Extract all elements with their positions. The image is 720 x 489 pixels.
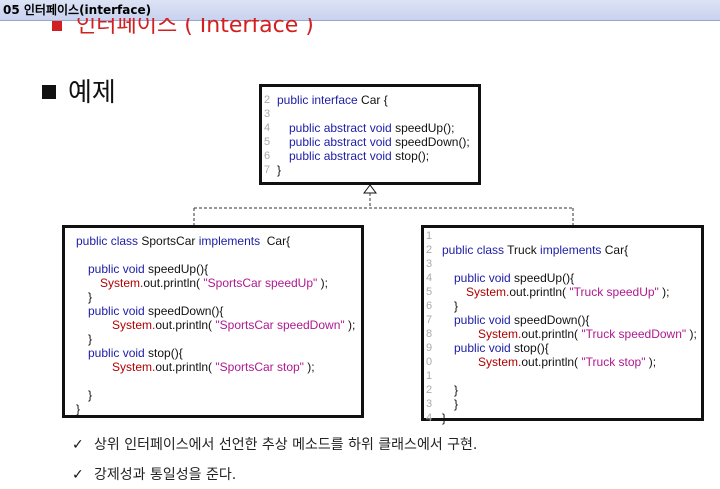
- code-token: speedUp(){: [148, 262, 209, 276]
- code-token: "Truck stop": [581, 355, 646, 369]
- code-token: public void: [88, 262, 149, 276]
- code-token: Car{: [263, 234, 291, 248]
- code-token: speedDown();: [395, 135, 470, 149]
- code-token: speedDown(){: [514, 313, 590, 327]
- code-token: stop(){: [514, 341, 549, 355]
- code-token: public void: [88, 304, 149, 318]
- line-number: 5: [264, 136, 271, 148]
- code-token: speedUp();: [395, 121, 455, 135]
- code-token: );: [686, 327, 697, 341]
- code-token: }: [88, 290, 93, 304]
- code-token: implements: [198, 234, 264, 248]
- truck-code-box: 1 2 public class Truck implements Car{ 3 4 pu…: [421, 225, 704, 425]
- code-token: SportsCar: [141, 234, 199, 248]
- line-number: 4: [264, 122, 271, 134]
- line-number: 7: [264, 164, 271, 176]
- line-number: 5: [426, 286, 433, 298]
- code-token: System.: [112, 360, 156, 374]
- line-number: 4: [426, 412, 433, 424]
- code-token: speedDown(){: [148, 304, 224, 318]
- code-token: "Truck speedUp": [569, 285, 659, 299]
- example-label-text: 예제: [68, 78, 116, 108]
- code-token: "SportsCar stop": [215, 360, 304, 374]
- code-token: public interface: [277, 93, 362, 107]
- line-number: 2: [426, 384, 433, 396]
- code-token: out.println(: [155, 318, 216, 332]
- code-token: public void: [454, 271, 515, 285]
- code-token: }: [76, 402, 81, 416]
- code-token: System.: [478, 327, 522, 341]
- code-token: "SportsCar speedUp": [203, 276, 318, 290]
- code-token: public void: [454, 313, 515, 327]
- line-number: 8: [426, 328, 433, 340]
- line-number: 1: [426, 230, 433, 242]
- line-number: 9: [426, 342, 433, 354]
- code-token: out.println(: [521, 327, 582, 341]
- code-token: out.println(: [521, 355, 582, 369]
- code-token: }: [88, 388, 93, 402]
- sportscar-code-box: public class SportsCar implements Car{ pu…: [62, 225, 364, 418]
- line-number: 3: [426, 398, 433, 410]
- code-token: speedUp(){: [514, 271, 575, 285]
- code-token: implements: [540, 243, 605, 257]
- check-item-2: ✓ 강제성과 통일성을 준다.: [72, 464, 236, 484]
- line-number: 2: [264, 94, 271, 106]
- line-number: 6: [264, 150, 271, 162]
- code-token: System.: [100, 276, 144, 290]
- code-token: }: [454, 383, 459, 397]
- code-token: }: [277, 163, 282, 177]
- code-token: public void: [88, 346, 149, 360]
- slide-heading: 인터페이스 ( Interface ): [52, 18, 314, 40]
- check-item-1: ✓ 상위 인터페이스에서 선언한 추상 메소드를 하위 클래스에서 구현.: [72, 434, 477, 454]
- code-token: }: [454, 299, 459, 313]
- code-token: );: [317, 276, 328, 290]
- code-token: stop(){: [148, 346, 183, 360]
- code-token: out.println(: [509, 285, 570, 299]
- slide-heading-text: 인터페이스 ( Interface ): [76, 18, 314, 38]
- code-token: public class: [76, 234, 142, 248]
- code-token: }: [454, 397, 459, 411]
- code-token: stop();: [395, 149, 430, 163]
- line-number: 1: [426, 370, 433, 382]
- square-bullet-icon: [42, 84, 56, 99]
- code-token: public abstract void: [289, 149, 396, 163]
- line-number: 3: [426, 258, 433, 270]
- inheritance-arrowhead-icon: [363, 184, 377, 194]
- code-token: out.println(: [155, 360, 216, 374]
- code-token: public abstract void: [289, 121, 396, 135]
- code-token: public abstract void: [289, 135, 396, 149]
- window-title: 05 인터페이스(interface): [0, 0, 720, 21]
- code-token: }: [88, 332, 93, 346]
- example-label: 예제: [42, 72, 116, 109]
- check-item-text: 상위 인터페이스에서 선언한 추상 메소드를 하위 클래스에서 구현.: [94, 437, 478, 453]
- code-token: System.: [466, 285, 510, 299]
- line-number: 4: [426, 272, 433, 284]
- line-number: 7: [426, 314, 433, 326]
- code-token: Truck: [507, 243, 541, 257]
- code-token: );: [645, 355, 657, 369]
- code-token: public void: [454, 341, 515, 355]
- code-token: "Truck speedDown": [581, 327, 687, 341]
- code-token: );: [344, 318, 356, 332]
- code-token: );: [658, 285, 670, 299]
- checkmark-icon: ✓: [72, 437, 84, 453]
- line-number: 3: [264, 108, 271, 120]
- code-token: out.println(: [143, 276, 204, 290]
- code-token: Car {: [361, 93, 388, 107]
- code-token: public class: [442, 243, 508, 257]
- heading-bullet-icon: [52, 21, 62, 31]
- line-number: 6: [426, 300, 433, 312]
- code-token: System.: [478, 355, 522, 369]
- interface-code-box: 2 public interface Car { 3 4 public abstract…: [259, 84, 481, 185]
- line-number: 2: [426, 244, 433, 256]
- code-token: "SportsCar speedDown": [215, 318, 345, 332]
- code-token: System.: [112, 318, 156, 332]
- checkmark-icon: ✓: [72, 467, 84, 483]
- code-token: Car{: [604, 243, 629, 257]
- check-item-text: 강제성과 통일성을 준다.: [94, 467, 237, 483]
- code-token: }: [442, 411, 447, 425]
- code-token: );: [303, 360, 315, 374]
- line-number: 0: [426, 356, 433, 368]
